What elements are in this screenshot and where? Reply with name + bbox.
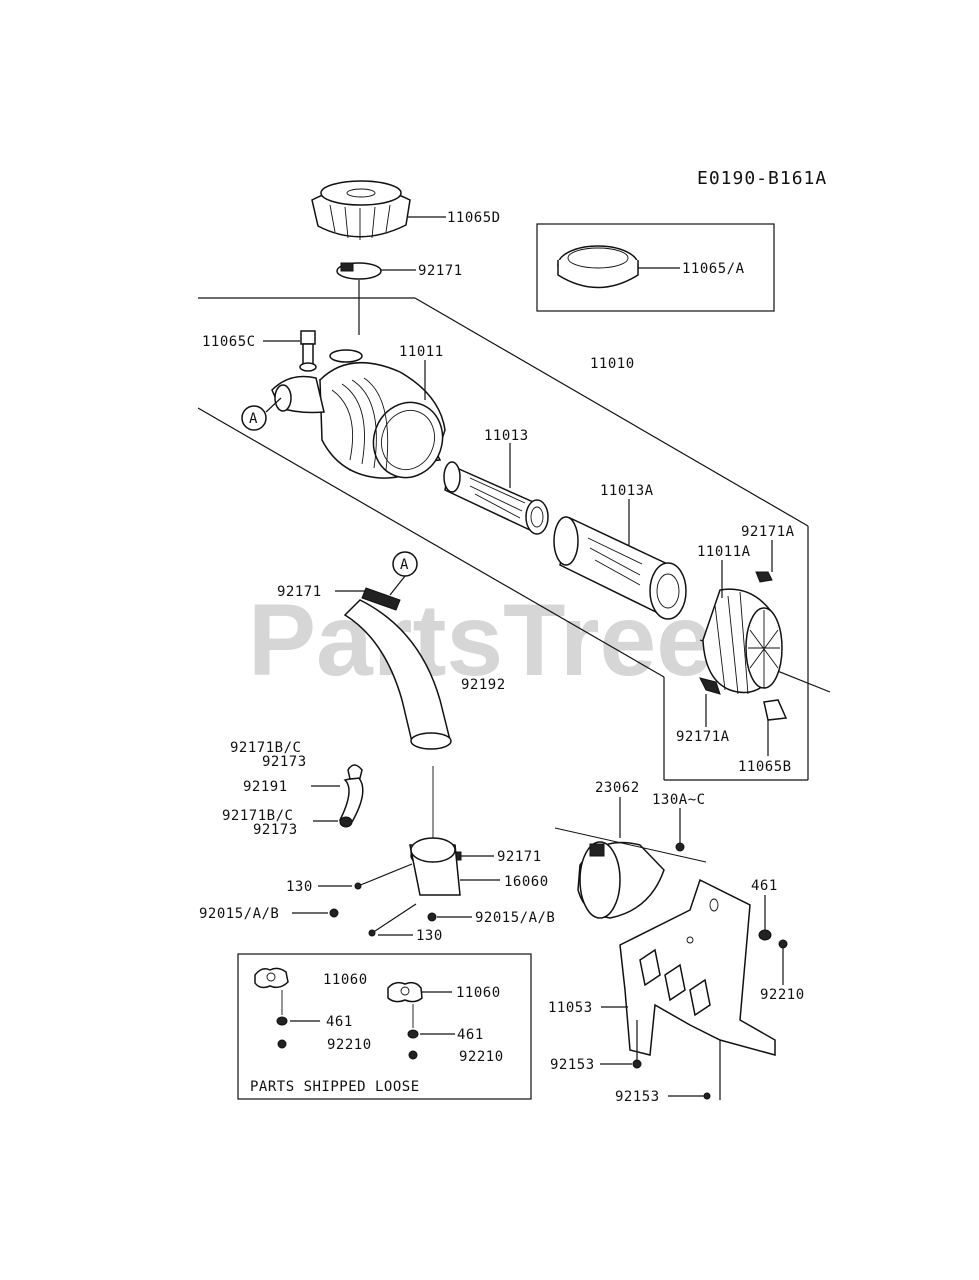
element-11013[interactable]	[443, 443, 549, 535]
cover-11011A[interactable]	[702, 560, 783, 695]
clip-92171A-bottom[interactable]	[699, 677, 721, 727]
label-11065A: 11065/A	[682, 261, 745, 277]
label-92191: 92191	[243, 779, 288, 795]
label-130-1: 130	[286, 879, 313, 895]
label-11065C: 11065C	[202, 334, 256, 350]
clip-92171A-top[interactable]	[755, 540, 773, 583]
nut-92210-right[interactable]	[778, 939, 788, 985]
label-11065B: 11065B	[738, 759, 792, 775]
nut-92015-right[interactable]	[427, 912, 472, 922]
hose-92192[interactable]	[343, 599, 452, 750]
label-11065D: 11065D	[447, 210, 501, 226]
label-130AC: 130A~C	[652, 792, 706, 808]
label-130-2: 130	[416, 928, 443, 944]
washer-461[interactable]	[758, 895, 772, 941]
nut-92015-left[interactable]	[292, 908, 339, 918]
diagram-code: E0190-B161A	[697, 168, 827, 189]
label-11013: 11013	[484, 428, 529, 444]
label-92192: 92192	[461, 677, 506, 693]
svg-text:A: A	[400, 557, 409, 573]
label-11011: 11011	[399, 344, 444, 360]
clamp-92171-mid[interactable]	[361, 587, 401, 611]
bolt-130-2[interactable]	[368, 903, 417, 937]
label-92210-box2: 92210	[459, 1049, 504, 1065]
label-92171A-top: 92171A	[741, 524, 795, 540]
label-92171-top: 92171	[418, 263, 463, 279]
loose-parts-box	[237, 953, 532, 1100]
label-92210-box1: 92210	[327, 1037, 372, 1053]
inset-11065A	[536, 223, 775, 312]
callout-A-top: A	[241, 397, 282, 431]
label-92173-2: 92173	[253, 822, 298, 838]
hose-92191[interactable]	[311, 764, 364, 823]
bolt-92153-2[interactable]	[668, 1040, 721, 1100]
label-461-box1: 461	[326, 1014, 353, 1030]
label-92171BC-1: 92171B/C	[230, 740, 301, 756]
element-11013A[interactable]	[553, 499, 687, 620]
part-labels: 11065D 92171 11065/A 11065C 11011 11010 …	[199, 210, 805, 1105]
valve-11065B[interactable]	[763, 699, 788, 756]
label-461-box2: 461	[457, 1027, 484, 1043]
clamp-92171-top[interactable]	[336, 262, 382, 335]
label-11060-1: 11060	[323, 972, 368, 988]
label-92171BC-2: 92171B/C	[222, 808, 293, 824]
bolt-130-1[interactable]	[318, 863, 413, 890]
housing-11011[interactable]	[271, 349, 453, 487]
bracket-16060[interactable]	[409, 837, 500, 896]
loose-parts-note: PARTS SHIPPED LOOSE	[250, 1079, 420, 1095]
clamp-92171BC-lower[interactable]	[313, 816, 353, 828]
assembly-11010-outline	[197, 297, 831, 781]
label-11013A: 11013A	[600, 483, 654, 499]
label-11053: 11053	[548, 1000, 593, 1016]
label-92173-1: 92173	[262, 754, 307, 770]
label-11010: 11010	[590, 356, 635, 372]
label-11011A: 11011A	[697, 544, 751, 560]
label-461-right: 461	[751, 878, 778, 894]
bolt-92153-1[interactable]	[600, 1020, 642, 1069]
label-92153-2: 92153	[615, 1089, 660, 1105]
label-92171-low: 92171	[497, 849, 542, 865]
label-16060: 16060	[504, 874, 549, 890]
label-92015-right: 92015/A/B	[475, 910, 555, 926]
label-11060-2: 11060	[456, 985, 501, 1001]
label-92153-1: 92153	[550, 1057, 595, 1073]
label-23062: 23062	[595, 780, 640, 796]
plate-11053[interactable]	[601, 878, 776, 1056]
shroud-23062[interactable]	[554, 797, 707, 919]
callout-A-lower: A	[389, 551, 418, 596]
label-92171A-bottom: 92171A	[676, 729, 730, 745]
label-92210-right: 92210	[760, 987, 805, 1003]
label-92171-mid: 92171	[277, 584, 322, 600]
bolt-130AC[interactable]	[675, 808, 685, 852]
cap-11065D[interactable]	[311, 180, 411, 240]
svg-text:A: A	[249, 411, 258, 427]
label-92015-left: 92015/A/B	[199, 906, 279, 922]
plug-11065C[interactable]	[299, 330, 317, 372]
